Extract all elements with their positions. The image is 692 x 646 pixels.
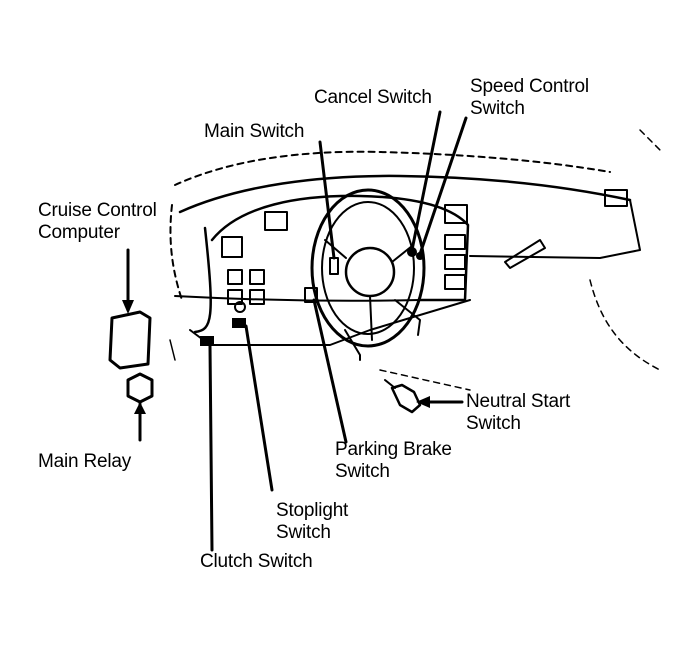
stoplight-switch-label: Stoplight Switch [276, 500, 349, 543]
dashboard-outline [169, 129, 661, 371]
neutral-start-switch-part [379, 369, 471, 414]
pedal-switches [200, 301, 246, 346]
main-relay-label: Main Relay [38, 451, 132, 472]
column-switches [304, 247, 424, 303]
cruise-control-computer-part [108, 310, 152, 370]
parking-brake-switch-label: Parking Brake Switch [335, 439, 452, 482]
leader-lines [122, 110, 468, 552]
cancel-switch-label: Cancel Switch [314, 87, 432, 108]
clutch-switch-label: Clutch Switch [200, 551, 313, 572]
main-switch-label: Main Switch [204, 121, 305, 142]
instrument-cluster [210, 189, 628, 305]
steering-wheel [310, 188, 426, 361]
main-relay-part [126, 372, 154, 404]
neutral-start-switch-label: Neutral Start Switch [466, 391, 571, 434]
cruise-control-computer-label: Cruise Control Computer [38, 200, 157, 243]
speed-control-switch-label: Speed Control Switch [470, 76, 589, 119]
